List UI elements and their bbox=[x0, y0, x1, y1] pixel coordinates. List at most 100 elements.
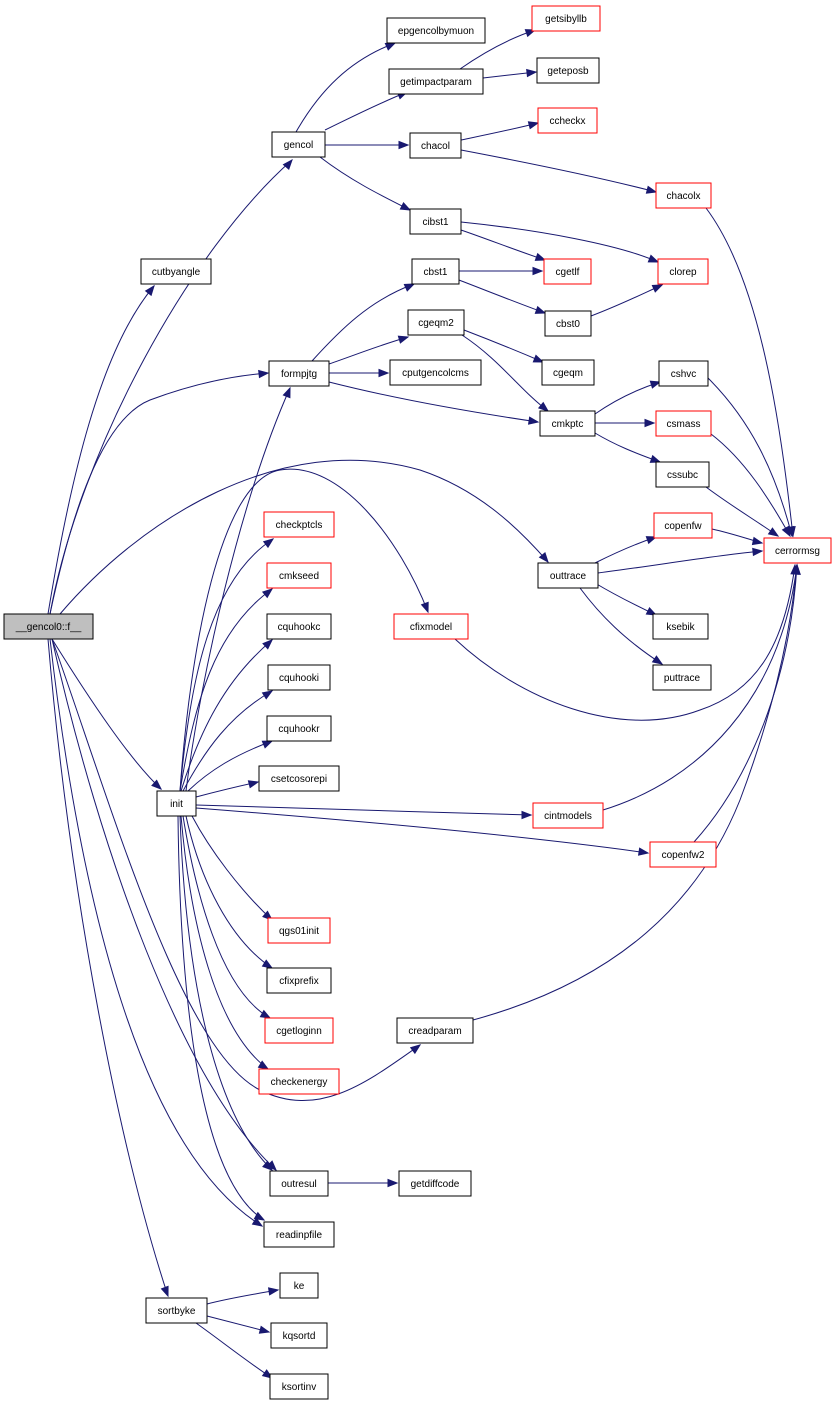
node-copenfw[interactable]: copenfw bbox=[653, 512, 713, 539]
node-copenfw2[interactable]: copenfw2 bbox=[649, 841, 717, 868]
node-cintmodels[interactable]: cintmodels bbox=[532, 802, 604, 829]
node-cssubc[interactable]: cssubc bbox=[655, 461, 710, 488]
node-cquhookr[interactable]: cquhookr bbox=[266, 715, 332, 742]
node-csmass[interactable]: csmass bbox=[655, 410, 712, 437]
node-cgeqm2[interactable]: cgeqm2 bbox=[407, 309, 465, 336]
node-cutbyangle[interactable]: cutbyangle bbox=[140, 258, 212, 285]
arrowhead-icon bbox=[644, 418, 656, 428]
node-cfixprefix[interactable]: cfixprefix bbox=[266, 967, 332, 994]
node-getdiffcode[interactable]: getdiffcode bbox=[398, 1170, 472, 1197]
node-copenfw2-label: copenfw2 bbox=[662, 850, 705, 861]
edge-outresul-getdiffcode bbox=[328, 1178, 399, 1188]
node-init[interactable]: init bbox=[156, 790, 197, 817]
node-chacol[interactable]: chacol bbox=[409, 132, 462, 159]
node-creadparam-label: creadparam bbox=[408, 1026, 461, 1037]
node-kqsortd[interactable]: kqsortd bbox=[270, 1322, 328, 1349]
node-sortbyke[interactable]: sortbyke bbox=[145, 1297, 208, 1324]
edge-line bbox=[460, 149, 657, 193]
node-checkptcls[interactable]: checkptcls bbox=[263, 511, 335, 538]
edge-cbst1-cbst0 bbox=[458, 279, 547, 314]
node-geteposb[interactable]: geteposb bbox=[536, 57, 600, 84]
node-cmkptc-label: cmkptc bbox=[552, 419, 584, 430]
node-qgs01init-label: qgs01init bbox=[279, 926, 319, 937]
edge-init-csetcosorepi bbox=[195, 780, 260, 798]
node-cputgencolcms[interactable]: cputgencolcms bbox=[389, 359, 482, 386]
node-cfixprefix-label: cfixprefix bbox=[279, 976, 318, 987]
edge-line bbox=[47, 285, 155, 615]
node-cgetloginn-label: cgetloginn bbox=[276, 1026, 322, 1037]
edge-sortbyke-ke bbox=[206, 1287, 280, 1305]
node-root[interactable]: __gencol0::f__ bbox=[3, 613, 94, 640]
node-epgencolbymuon[interactable]: epgencolbymuon bbox=[386, 17, 486, 44]
node-creadparam[interactable]: creadparam bbox=[396, 1017, 474, 1044]
edge-cgeqm2-cmkptc bbox=[461, 334, 550, 412]
node-checkenergy[interactable]: checkenergy bbox=[258, 1068, 340, 1095]
node-formpjtg[interactable]: formpjtg bbox=[268, 360, 330, 387]
node-ccheckx-label: ccheckx bbox=[549, 116, 585, 127]
edge-init-checkptcls bbox=[179, 538, 275, 792]
node-csetcosorepi[interactable]: csetcosorepi bbox=[258, 765, 340, 792]
node-cshvc[interactable]: cshvc bbox=[658, 360, 709, 387]
edge-line bbox=[602, 564, 798, 811]
node-ksebik[interactable]: ksebik bbox=[652, 613, 709, 640]
node-cibst1-label: cibst1 bbox=[422, 217, 449, 228]
node-puttrace[interactable]: puttrace bbox=[652, 664, 712, 691]
node-cmkptc[interactable]: cmkptc bbox=[539, 410, 596, 437]
node-geteposb-label: geteposb bbox=[547, 66, 589, 77]
edge-line bbox=[458, 279, 546, 314]
node-cfixmodel[interactable]: cfixmodel bbox=[393, 613, 469, 640]
node-qgs01init[interactable]: qgs01init bbox=[267, 917, 331, 944]
arrowhead-icon bbox=[534, 252, 547, 261]
node-getsibyllb[interactable]: getsibyllb bbox=[531, 5, 601, 32]
edge-chacolx-cerrormsg bbox=[705, 207, 796, 538]
edge-line bbox=[328, 381, 539, 423]
edge-formpjtg-cbst1 bbox=[311, 283, 416, 362]
node-getimpactparam[interactable]: getimpactparam bbox=[388, 68, 484, 95]
arrowhead-icon bbox=[526, 68, 538, 78]
node-outtrace-label: outtrace bbox=[550, 571, 587, 582]
edge-chacol-ccheckx bbox=[460, 121, 540, 141]
node-gencol-label: gencol bbox=[284, 140, 313, 151]
node-cquhooki[interactable]: cquhooki bbox=[267, 664, 331, 691]
node-ke-label: ke bbox=[294, 1281, 305, 1292]
node-epgencolbymuon-label: epgencolbymuon bbox=[398, 26, 474, 37]
node-ksortinv[interactable]: ksortinv bbox=[269, 1373, 329, 1400]
node-ccheckx[interactable]: ccheckx bbox=[537, 107, 598, 134]
node-ke[interactable]: ke bbox=[279, 1272, 319, 1299]
edge-outtrace-cerrormsg bbox=[597, 547, 764, 574]
node-cgetlf[interactable]: cgetlf bbox=[543, 258, 592, 285]
node-csmass-label: csmass bbox=[667, 419, 701, 430]
node-cbst1[interactable]: cbst1 bbox=[411, 258, 460, 285]
node-gencol[interactable]: gencol bbox=[271, 131, 326, 158]
edge-line bbox=[185, 815, 273, 969]
node-cmkseed-label: cmkseed bbox=[279, 571, 319, 582]
node-cgeqm[interactable]: cgeqm bbox=[541, 359, 595, 386]
arrowhead-icon bbox=[651, 655, 664, 665]
node-formpjtg-label: formpjtg bbox=[281, 369, 317, 380]
node-cbst0[interactable]: cbst0 bbox=[544, 310, 592, 337]
edge-cmkptc-csmass bbox=[595, 418, 656, 428]
node-outtrace[interactable]: outtrace bbox=[537, 562, 599, 589]
node-clorep[interactable]: clorep bbox=[657, 258, 709, 285]
arrowhead-icon bbox=[282, 386, 291, 399]
node-cerrormsg[interactable]: cerrormsg bbox=[763, 537, 832, 564]
edge-line bbox=[594, 381, 661, 415]
arrowhead-icon bbox=[403, 283, 416, 292]
edge-cfixmodel-cerrormsg bbox=[454, 563, 799, 721]
node-sortbyke-label: sortbyke bbox=[158, 1306, 196, 1317]
node-cmkseed[interactable]: cmkseed bbox=[266, 562, 332, 589]
node-readinpfile[interactable]: readinpfile bbox=[263, 1221, 335, 1248]
node-chacolx[interactable]: chacolx bbox=[655, 182, 712, 209]
edge-root-outtrace bbox=[59, 459, 549, 615]
arrowhead-icon bbox=[409, 1044, 422, 1055]
node-cibst1[interactable]: cibst1 bbox=[409, 208, 462, 235]
node-cputgencolcms-label: cputgencolcms bbox=[402, 368, 469, 379]
node-copenfw-label: copenfw bbox=[664, 521, 702, 532]
arrowhead-icon bbox=[261, 690, 274, 700]
node-cquhookc[interactable]: cquhookc bbox=[266, 613, 332, 640]
edge-line bbox=[461, 334, 549, 412]
edge-line bbox=[707, 377, 793, 537]
arrowhead-icon bbox=[262, 1160, 274, 1171]
node-cgetloginn[interactable]: cgetloginn bbox=[264, 1017, 334, 1044]
node-outresul[interactable]: outresul bbox=[269, 1170, 329, 1197]
